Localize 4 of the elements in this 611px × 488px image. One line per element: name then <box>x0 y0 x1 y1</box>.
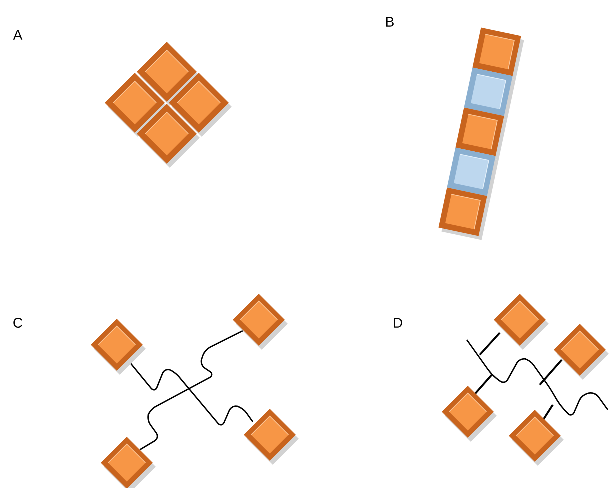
panel-letter: A <box>13 30 23 40</box>
panel-letter: B <box>386 17 394 27</box>
panel-letter: C <box>14 318 23 328</box>
panel-letter: D <box>394 318 402 328</box>
